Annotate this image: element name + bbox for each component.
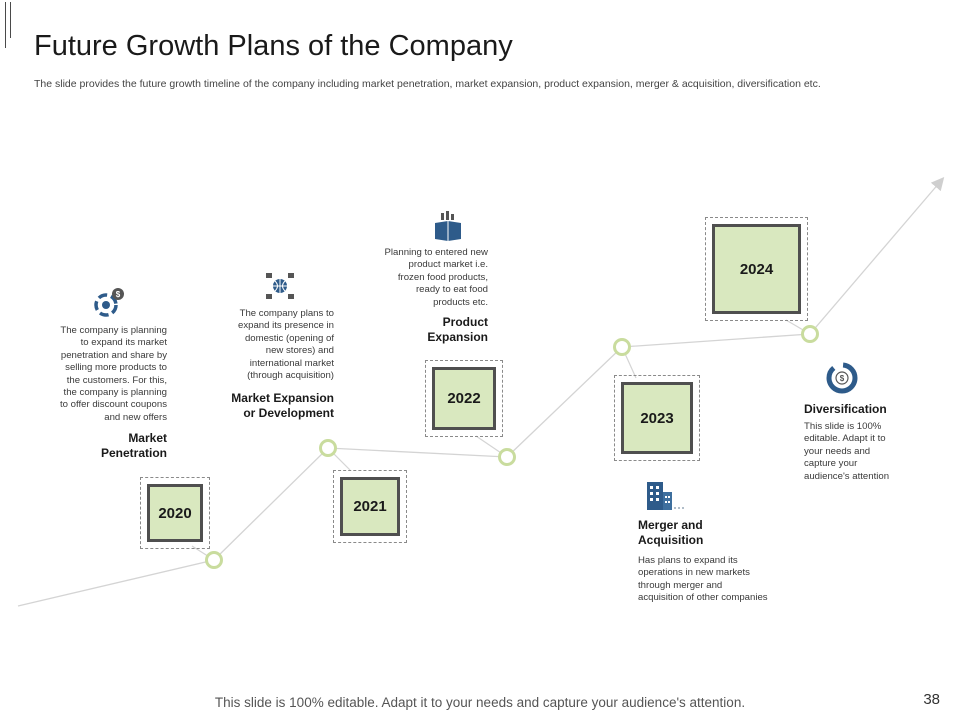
footer-note: This slide is 100% editable. Adapt it to… — [214, 695, 746, 710]
timeline-node-2023 — [613, 338, 631, 356]
year-label-2020: 2020 — [147, 484, 203, 542]
year-label-2024: 2024 — [712, 224, 801, 314]
year-label-2022: 2022 — [432, 367, 496, 430]
desc-merger-acquisition: Has plans to expand its operations in ne… — [638, 555, 768, 604]
timeline-node-2021 — [319, 439, 337, 457]
desc-diversification: This slide is 100% editable. Adapt it to… — [804, 421, 890, 482]
heading-product-expansion: Product Expansion — [427, 315, 488, 344]
target-dollar-icon: $ — [94, 288, 124, 317]
office-building-icon — [647, 482, 684, 510]
heading-diversification: Diversification — [804, 402, 887, 416]
page-subtitle: The slide provides the future growth tim… — [34, 78, 821, 90]
heading-market-expansion: Market Expansion or Development — [231, 391, 334, 420]
globe-network-icon — [266, 273, 294, 299]
desc-product-expansion: Planning to entered new product market i… — [384, 247, 488, 308]
year-label-2021: 2021 — [340, 477, 400, 536]
svg-text:$: $ — [840, 374, 845, 383]
year-box-2022: 2022 — [425, 360, 503, 437]
year-box-2020: 2020 — [140, 477, 210, 549]
heading-market-penetration: Market Penetration — [100, 431, 167, 460]
product-box-chart-icon — [435, 211, 461, 241]
desc-market-expansion: The company plans to expand its presence… — [238, 308, 334, 382]
year-label-2023: 2023 — [621, 382, 693, 454]
timeline-node-2022 — [498, 448, 516, 466]
pie-dollar-icon: $ — [826, 362, 858, 394]
timeline-node-2024 — [801, 325, 819, 343]
corner-mark-left — [5, 2, 6, 48]
svg-text:$: $ — [116, 290, 121, 299]
year-box-2021: 2021 — [333, 470, 407, 543]
page-title: Future Growth Plans of the Company — [34, 30, 513, 62]
year-box-2024: 2024 — [705, 217, 808, 321]
page-number: 38 — [923, 691, 940, 708]
year-box-2023: 2023 — [614, 375, 700, 461]
corner-mark-right — [10, 2, 11, 38]
heading-merger-acquisition: Merger and Acquisition — [638, 518, 704, 547]
desc-market-penetration: The company is planning to expand its ma… — [59, 325, 167, 423]
timeline-node-2020 — [205, 551, 223, 569]
